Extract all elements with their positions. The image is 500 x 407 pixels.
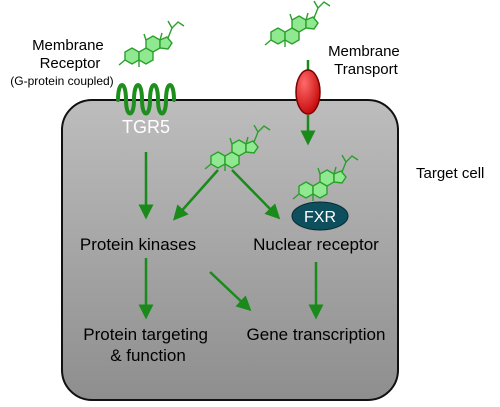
- arrow-kinases-to-transcription: [209, 271, 252, 312]
- fxr-label: FXR: [304, 209, 336, 226]
- membrane-transport-label: Membrane Transport: [328, 43, 404, 78]
- pathway-arrows: [138, 115, 324, 320]
- membrane-receptor-label: Membrane Receptor: [32, 37, 108, 72]
- gpcr-note-label: (G-protein coupled): [10, 74, 113, 88]
- transporter-oval-icon: [295, 69, 321, 115]
- protein-targeting-label: Protein targeting & function: [83, 325, 212, 365]
- fxr-receptor: [291, 201, 349, 231]
- gpcr-coil-icon: [116, 83, 176, 116]
- target-cell-label: Target cell: [416, 165, 484, 182]
- arrow-ligand-to-kinases: [173, 169, 219, 221]
- bile-acid-steroid-icon: [264, 0, 331, 48]
- bile-acid-steroid-icon: [118, 20, 185, 68]
- tgr5-label: TGR5: [122, 117, 170, 137]
- nuclear-receptor-label: Nuclear receptor: [253, 235, 379, 254]
- gene-transcription-label: Gene transcription: [247, 325, 386, 344]
- protein-kinases-label: Protein kinases: [80, 235, 196, 254]
- arrow-ligand-to-nuclear: [231, 169, 281, 220]
